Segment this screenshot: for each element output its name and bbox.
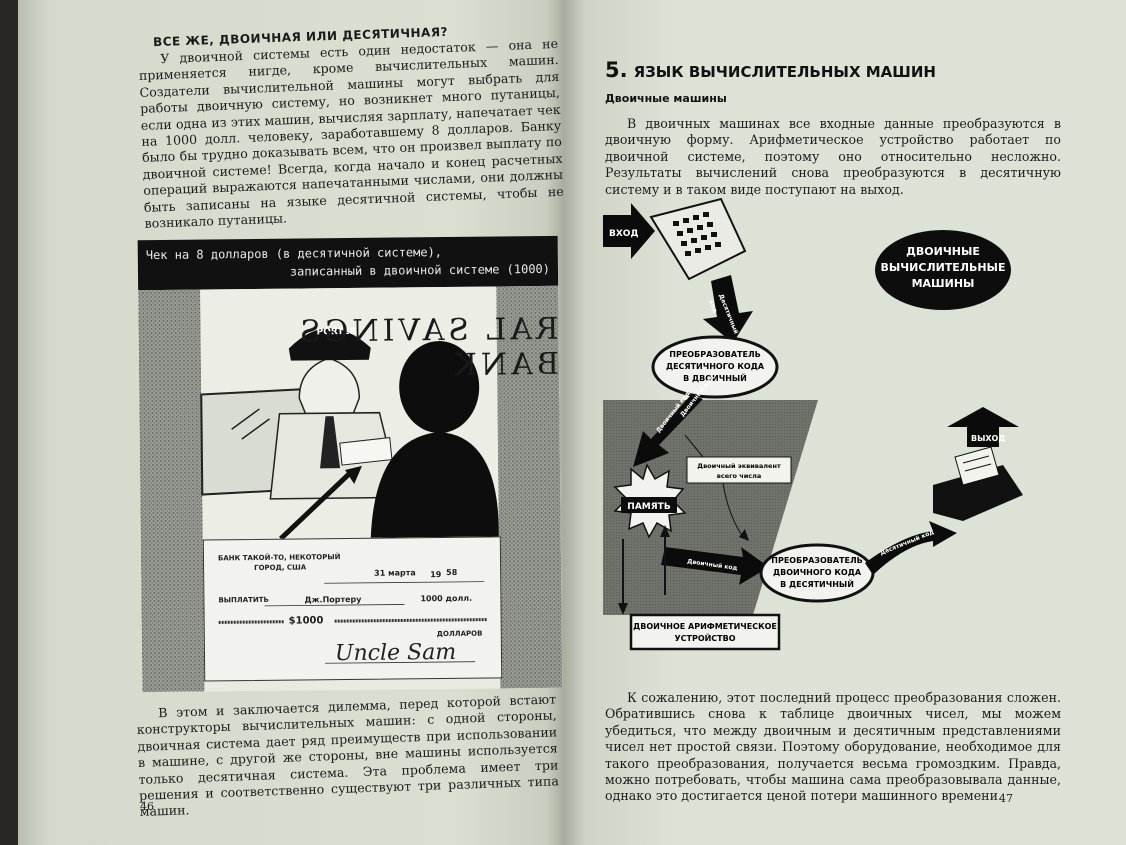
left-paragraph-2: В этом и заключается дилемма, перед кото… xyxy=(136,691,560,820)
binary-code-arrow-1 xyxy=(633,395,703,467)
conv-in-line-1: ПРЕОБРАЗОВАТЕЛЬ xyxy=(669,350,760,359)
right-paragraph-1-text: В двоичных машинах все входные данные пр… xyxy=(605,116,1061,197)
chapter-title: 5. ЯЗЫК ВЫЧИСЛИТЕЛЬНЫХ МАШИН xyxy=(605,58,936,82)
left-paragraph-1: У двоичной системы есть один недостаток … xyxy=(138,36,563,232)
equivalent-line-2: всего числа xyxy=(717,472,762,480)
bank-sign: RAL SAVINGS BANK xyxy=(295,311,560,383)
memory-label: ПАМЯТЬ xyxy=(627,502,671,512)
decimal-code-arrow-out xyxy=(865,521,957,575)
input-label: ВХОД xyxy=(609,229,638,239)
left-wall-texture xyxy=(138,289,205,693)
binary-code-arrow-2 xyxy=(661,547,769,585)
output-printer xyxy=(933,465,1023,521)
badge-line-1: ДВОИЧНЫЕ xyxy=(906,245,980,258)
bank-scene: PORTER xyxy=(138,285,563,693)
decimal-code-in-line-2: код xyxy=(707,299,718,314)
conv-out-line-2: ДВОИЧНОГО КОДА xyxy=(773,568,862,577)
decimal-code-arrow-in xyxy=(703,275,753,343)
section-title: Двоичные машины xyxy=(605,92,727,105)
input-arrow xyxy=(603,203,655,259)
badge-line-3: МАШИНЫ xyxy=(912,277,975,290)
alu-line-2: УСТРОЙСТВО xyxy=(674,632,735,643)
teller-cap xyxy=(288,328,371,361)
conv-in-line-2: ДЕСЯТИЧНОГО КОДА xyxy=(666,362,765,371)
teller-tie xyxy=(320,416,341,469)
right-wall-texture xyxy=(496,285,563,689)
conv-in-line-3: В ДВОИЧНЫЙ xyxy=(683,372,747,383)
binary-equivalent-note xyxy=(686,456,792,484)
right-paragraph-1: В двоичных машинах все входные данные пр… xyxy=(605,116,1061,198)
left-page-number: 46 xyxy=(140,800,154,813)
cap-label: PORTER xyxy=(317,327,357,337)
left-page: ВСЕ ЖЕ, ДВОИЧНАЯ ИЛИ ДЕСЯТИЧНАЯ? У двоич… xyxy=(18,0,563,845)
binary-machines-badge xyxy=(875,230,1011,310)
left-paragraph-2-text: В этом и заключается дилемма, перед кото… xyxy=(136,691,560,820)
customer-silhouette-head xyxy=(399,341,480,434)
input-keyboard xyxy=(649,197,747,281)
right-page-number: 47 xyxy=(999,792,1013,805)
left-paragraph-1-text: У двоичной системы есть один недостаток … xyxy=(138,35,563,231)
cheque: БАНК ТАКОЙ-ТО, НЕКОТОРЫЙ ГОРОД, США 31 м… xyxy=(202,536,503,682)
chapter-number: 5. xyxy=(605,58,628,82)
customer-silhouette-body xyxy=(370,432,499,538)
right-page: 5. ЯЗЫК ВЫЧИСЛИТЕЛЬНЫХ МАШИН Двоичные маш… xyxy=(563,0,1126,845)
output-arrow xyxy=(947,407,1019,447)
decimal-code-out-label: Десятичный код xyxy=(879,529,935,557)
memory-box xyxy=(621,497,677,513)
decimal-to-binary-converter xyxy=(651,335,779,399)
chapter-title-text: ЯЗЫК ВЫЧИСЛИТЕЛЬНЫХ МАШИН xyxy=(633,63,936,81)
right-paragraph-2-text: К сожалению, этот последний процесс прео… xyxy=(605,690,1061,804)
right-paragraph-2: К сожалению, этот последний процесс прео… xyxy=(605,690,1061,805)
conv-out-line-3: В ДЕСЯТИЧНЫЙ xyxy=(780,578,854,589)
conv-out-line-1: ПРЕОБРАЗОВАТЕЛЬ xyxy=(771,556,862,565)
output-label: ВЫХОД xyxy=(971,434,1005,443)
cheque-illustration: Чек на 8 долларов (в десятичной системе)… xyxy=(137,235,563,693)
binary-machine-diagram: ВХОД ДВОИЧНЫЕ ВЫЧИСЛИТЕЛЬНЫЕ МАШИНЫ Деся… xyxy=(603,197,1023,651)
alu-line-1: ДВОИЧНОЕ АРИФМЕТИЧЕСКОЕ xyxy=(633,622,777,631)
badge-line-2: ВЫЧИСЛИТЕЛЬНЫЕ xyxy=(881,261,1006,274)
equivalent-line-1: Двоичный эквивалент xyxy=(697,462,781,470)
binary-alu xyxy=(629,613,781,651)
